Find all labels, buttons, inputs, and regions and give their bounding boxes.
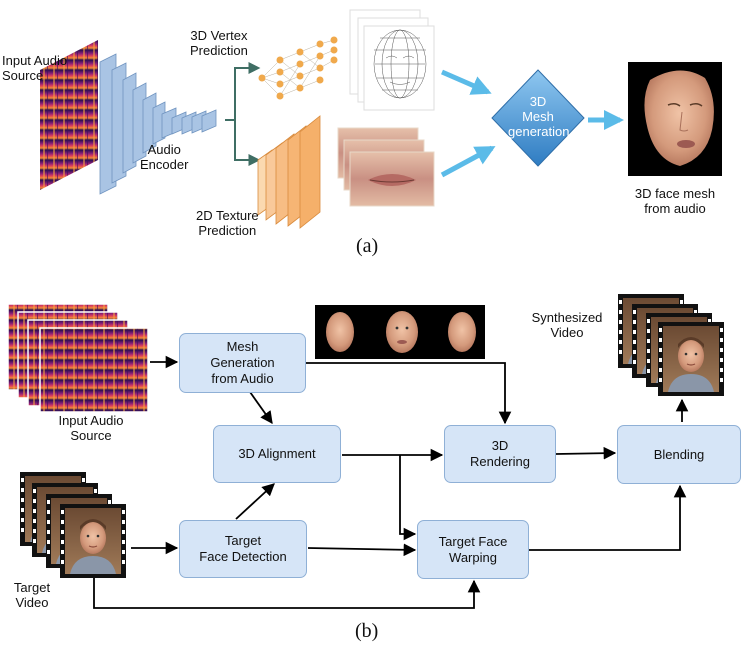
texture-prediction-label: 2D Texture Prediction xyxy=(196,208,259,238)
alignment-box: 3D Alignment xyxy=(213,425,341,483)
rendering-to-blending-arrow xyxy=(555,446,617,460)
warping-box: Target Face Warping xyxy=(417,520,529,579)
meshgen-to-alignment-arrow xyxy=(249,391,273,425)
synthesized-video-label: Synthesized Video xyxy=(531,310,603,340)
mesh-generation-diamond xyxy=(491,69,585,167)
input-audio-spectrogram-stack xyxy=(7,303,149,413)
vertex-to-mesh-arrow xyxy=(441,69,492,95)
face-mesh-output-label: 3D face mesh from audio xyxy=(634,186,716,216)
target-video-frames-stack xyxy=(19,471,127,579)
warping-to-blending-arrow xyxy=(528,484,687,551)
audio-encoder-label: Audio Encoder xyxy=(140,142,189,172)
vertex-prediction-network-icon xyxy=(258,36,338,100)
input-audio-label-b: Input Audio Source xyxy=(58,413,124,443)
branch-to-vertex-arrow xyxy=(225,62,261,121)
texture-prediction-icon xyxy=(257,115,321,229)
meshgen-to-rendering-arrow xyxy=(306,362,512,425)
audio-encoder-icon xyxy=(99,53,217,195)
mesh-generation-label: 3D Mesh generation xyxy=(508,94,570,139)
spectrogram-input xyxy=(40,40,98,190)
caption-a: (a) xyxy=(356,235,379,257)
lip-texture-stack-icon xyxy=(337,127,435,207)
caption-b: (b) xyxy=(355,620,379,642)
rendering-box: 3D Rendering xyxy=(444,425,556,483)
face-detection-box: Target Face Detection xyxy=(179,520,307,578)
branch-to-texture-arrow xyxy=(234,120,261,166)
wireframe-face-stack-icon xyxy=(349,9,435,111)
input-audio-label-a: Input Audio Source xyxy=(2,53,68,83)
texture-to-mesh-arrow xyxy=(440,145,496,178)
synthesized-video-frames-stack xyxy=(617,293,725,397)
mesh-generation-box: Mesh Generation from Audio xyxy=(179,333,306,393)
alignment-to-warping-arrow xyxy=(399,455,417,541)
detection-to-alignment-arrow xyxy=(235,483,275,520)
vertex-prediction-label: 3D Vertex Prediction xyxy=(190,28,248,58)
video-to-warping-bypass-arrow xyxy=(93,578,481,609)
blending-box: Blending xyxy=(617,425,741,484)
detection-to-warping-arrow xyxy=(307,543,417,557)
target-video-label: Target Video xyxy=(13,580,51,610)
face-mesh-output-image xyxy=(628,62,722,176)
rendered-mesh-faces-image xyxy=(315,305,485,359)
